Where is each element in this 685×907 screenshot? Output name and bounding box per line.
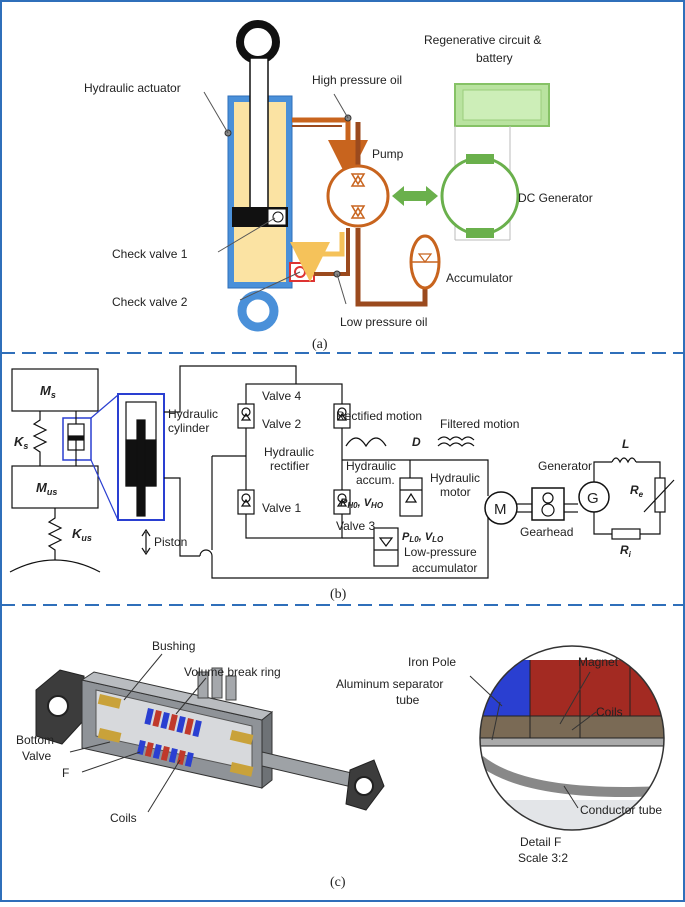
svg-text:G: G (587, 490, 599, 507)
hydraulic-accumulator-icon (399, 477, 423, 517)
hydraulic-motor-icon (484, 491, 518, 525)
svg-text:Valve 2: Valve 2 (262, 417, 301, 431)
spring-kus-icon (47, 508, 63, 560)
hydraulic-cylinder-zoom (117, 393, 165, 521)
svg-text:rectifier: rectifier (270, 459, 309, 473)
hydraulic-actuator (203, 20, 315, 332)
accumulator-icon (409, 234, 441, 290)
label-f: F (62, 766, 69, 780)
coupling-arrow (392, 186, 438, 206)
check-valves (237, 403, 351, 515)
svg-text:accumulator: accumulator (412, 561, 477, 575)
label-conductor: Conductor tube (580, 803, 662, 817)
svg-text:Re: Re (630, 483, 644, 499)
panel-c: Bushing Volume break ring Bottom Valve F… (16, 639, 665, 890)
label-bottom-valve-1: Bottom (16, 733, 54, 747)
pump-icon (326, 164, 390, 228)
label-bushing: Bushing (152, 639, 195, 653)
panel-b-labels: Ms Ks Mus Kus Hydraulic cylinder Piston … (14, 383, 644, 602)
svg-text:Mus: Mus (36, 480, 57, 497)
piston-motion-icon (141, 528, 151, 556)
svg-text:cylinder: cylinder (168, 421, 209, 435)
svg-text:Hydraulic: Hydraulic (168, 407, 218, 421)
damper-zoom-box (62, 417, 92, 461)
filtered-wave-icon (437, 436, 475, 441)
detail-f-view (479, 645, 665, 831)
svg-text:Ks: Ks (14, 434, 28, 451)
label-check-valve-1: Check valve 1 (112, 247, 188, 261)
label-volume-break: Volume break ring (184, 665, 281, 679)
label-high-pressure: High pressure oil (312, 73, 402, 87)
svg-text:PH0, VHO: PH0, VHO (340, 497, 384, 510)
check-valve-2-icon (289, 262, 315, 282)
svg-text:Valve 3: Valve 3 (336, 519, 375, 533)
svg-text:accum.: accum. (356, 473, 395, 487)
svg-text:Gearhead: Gearhead (520, 525, 573, 539)
label-dc-generator: DC Generator (518, 191, 593, 205)
svg-text:PL0, VLO: PL0, VLO (402, 531, 444, 544)
svg-text:D: D (412, 435, 421, 449)
caption-b: (b) (330, 587, 347, 602)
svg-text:Low-pressure: Low-pressure (404, 545, 477, 559)
panel-a: Regenerative circuit & battery High pres… (84, 20, 593, 352)
ground-icon (9, 559, 101, 573)
rectified-wave-icon (345, 437, 387, 448)
sprung-mass-box (11, 368, 99, 412)
svg-text:Filtered motion: Filtered motion (440, 417, 519, 431)
svg-text:Piston: Piston (154, 535, 187, 549)
svg-text:Kus: Kus (72, 526, 92, 543)
dc-generator-icon (440, 154, 520, 238)
label-coils-detail: Coils (596, 705, 623, 719)
label-scale: Scale 3:2 (518, 851, 568, 865)
caption-a: (a) (312, 337, 328, 352)
label-detail-f: Detail F (520, 835, 561, 849)
label-iron-pole: Iron Pole (408, 655, 456, 669)
resistor-ri-icon (611, 528, 641, 540)
top-eye-icon (236, 20, 280, 64)
svg-text:Ri: Ri (620, 543, 632, 559)
svg-text:L: L (622, 437, 629, 451)
svg-text:Valve 4: Valve 4 (262, 389, 301, 403)
label-magnet: Magnet (578, 655, 619, 669)
label-regen-1: Regenerative circuit & (424, 33, 541, 47)
label-bottom-valve-2: Valve (22, 749, 51, 763)
label-regen-2: battery (476, 51, 513, 65)
svg-text:Generator: Generator (538, 459, 592, 473)
svg-text:Hydraulic: Hydraulic (430, 471, 480, 485)
label-pump: Pump (372, 147, 404, 161)
svg-text:M: M (494, 501, 507, 518)
panel-b (9, 365, 675, 579)
caption-c: (c) (330, 875, 346, 890)
bottom-eye-icon (237, 290, 279, 332)
label-actuator: Hydraulic actuator (84, 81, 181, 95)
inductor-icon (611, 457, 637, 464)
hydraulic-rectifier-box (245, 383, 343, 539)
spring-ks-icon (32, 411, 48, 466)
label-accumulator: Accumulator (446, 271, 513, 285)
svg-text:Ms: Ms (40, 383, 56, 400)
svg-text:Hydraulic: Hydraulic (346, 459, 396, 473)
label-aluminum-2: tube (396, 693, 420, 707)
label-check-valve-2: Check valve 2 (112, 295, 188, 309)
label-low-pressure: Low pressure oil (340, 315, 427, 329)
label-aluminum-1: Aluminum separator (336, 677, 443, 691)
svg-text:Rectified motion: Rectified motion (336, 409, 422, 423)
label-coils: Coils (110, 811, 137, 825)
piston-rod (249, 57, 269, 209)
damper-cad-model (35, 667, 385, 811)
check-valve-1-icon (272, 211, 284, 223)
svg-text:Valve 1: Valve 1 (262, 501, 301, 515)
svg-text:motor: motor (440, 485, 471, 499)
oil-circuit (217, 93, 428, 307)
svg-text:Hydraulic: Hydraulic (264, 445, 314, 459)
